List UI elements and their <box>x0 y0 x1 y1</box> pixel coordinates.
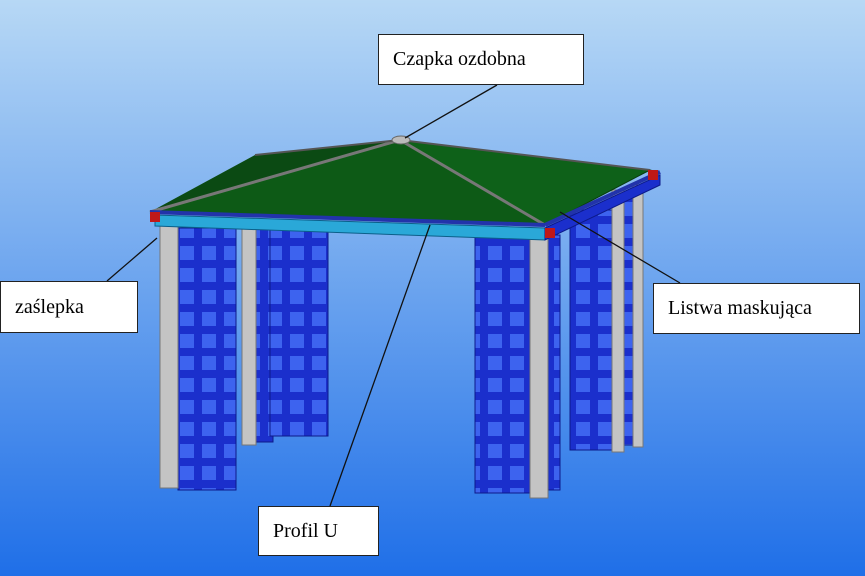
label-u-profile: Profil U <box>258 506 379 556</box>
leader-lines <box>106 84 681 507</box>
label-masking-strip: Listwa maskująca <box>653 283 860 334</box>
end-plugs <box>150 170 658 238</box>
label-decorative-cap: Czapka ozdobna <box>378 34 584 85</box>
posts <box>159 184 644 499</box>
roof <box>149 138 661 227</box>
label-end-plug: zaślepka <box>0 281 138 333</box>
